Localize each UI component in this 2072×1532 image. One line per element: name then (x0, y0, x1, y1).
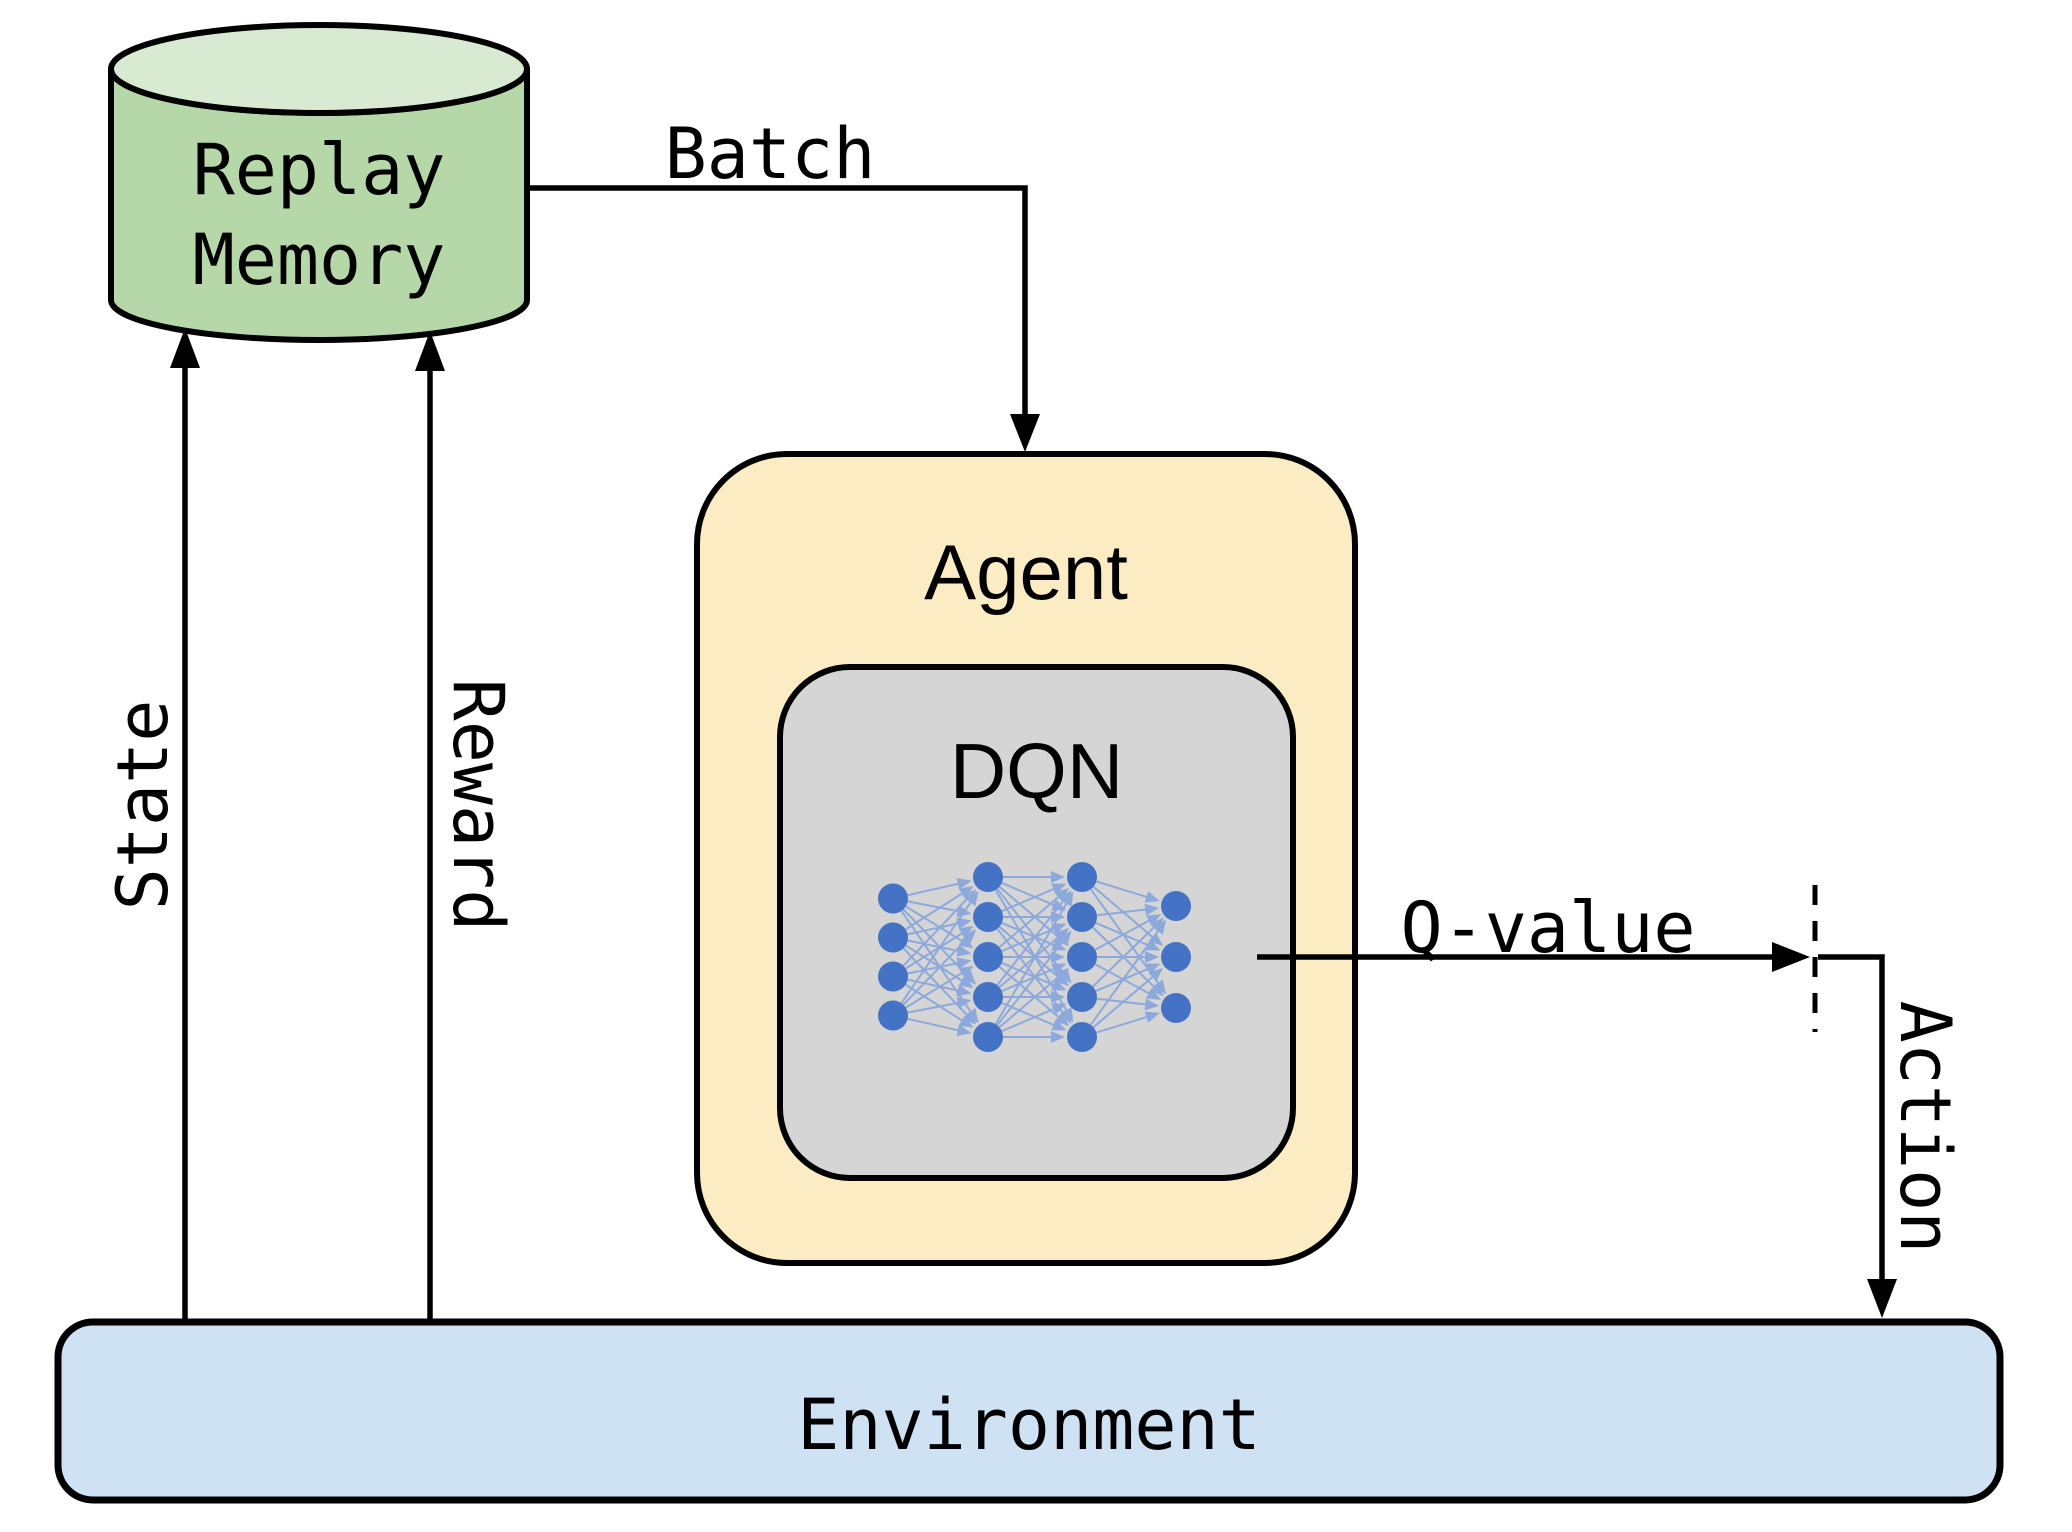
nn-node (1067, 1022, 1097, 1052)
nn-node (1161, 891, 1191, 921)
environment-box (54, 1318, 2004, 1504)
nn-link (1094, 963, 1162, 1000)
q-value-arrowhead-icon (1772, 942, 1810, 972)
nn-link (907, 877, 972, 897)
state-arrowhead-icon (170, 328, 200, 368)
replay-memory-cylinder (108, 22, 530, 343)
batch-edge-line (527, 185, 1028, 418)
batch-arrowhead-icon (1010, 414, 1040, 452)
nn-node (878, 1000, 908, 1031)
nn-link (1092, 926, 1164, 997)
nn-node (1067, 902, 1097, 932)
action-arrowhead-icon (1867, 1279, 1897, 1318)
nn-link (907, 997, 972, 1014)
nn-link (1095, 963, 1161, 993)
nn-link (907, 1017, 972, 1037)
nn-link (996, 890, 1072, 986)
nn-node (878, 922, 908, 953)
nn-link (1001, 883, 1067, 913)
nn-node (973, 902, 1003, 932)
nn-link (1094, 914, 1162, 951)
nn-link (1096, 1011, 1160, 1034)
nn-node (1067, 982, 1097, 1012)
nn-link (1092, 885, 1164, 946)
nn-node (1161, 993, 1191, 1023)
nn-link (998, 888, 1070, 949)
nn-link (1001, 1003, 1067, 1033)
nn-link (902, 929, 977, 1006)
nn-link (902, 889, 977, 967)
nn-link (905, 965, 974, 1009)
nn-link (1001, 921, 1067, 951)
dqn-neural-network (878, 862, 1191, 1052)
nn-link (1089, 919, 1167, 1026)
nn-link (994, 891, 1074, 1025)
nn-link (996, 930, 1072, 1026)
reward-arrowhead-icon (415, 331, 445, 371)
nn-link (1096, 903, 1160, 917)
nn-node (973, 982, 1003, 1012)
nn-link (1092, 917, 1164, 988)
nn-node (973, 862, 1003, 892)
nn-link (998, 968, 1070, 1029)
nn-node (1161, 942, 1191, 972)
nn-link (1001, 881, 1067, 911)
dqn-box (777, 664, 1296, 1181)
nn-link (905, 886, 974, 931)
nn-link (1096, 997, 1160, 1011)
nn-link (900, 891, 979, 1004)
action-edge-line (1818, 954, 1885, 1281)
nn-link (1092, 968, 1164, 1029)
nn-node (878, 883, 908, 914)
nn-link (1096, 880, 1160, 903)
edge-layer (170, 185, 1897, 1322)
nn-node (1067, 942, 1097, 972)
nn-node (973, 942, 1003, 972)
nn-node (1067, 862, 1097, 892)
nn-node (878, 961, 908, 992)
nn-node (973, 1022, 1003, 1052)
cylinder-top (108, 22, 530, 116)
